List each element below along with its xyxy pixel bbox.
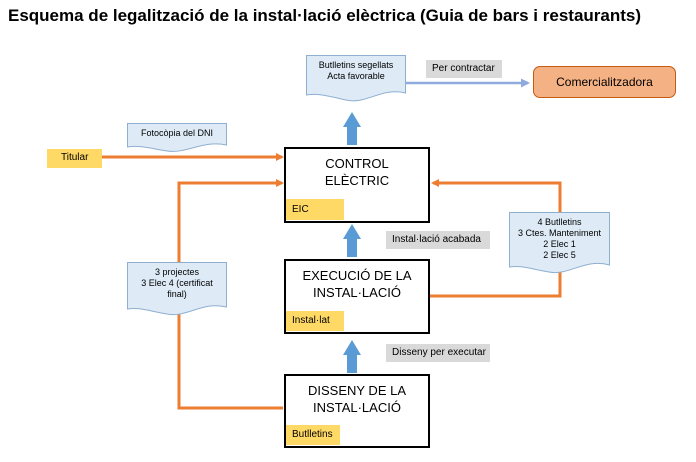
disseny-line1: DISSENY DE LA <box>307 383 407 398</box>
document-icon <box>127 262 227 316</box>
page-title: Esquema de legalització de la instal·lac… <box>8 6 642 25</box>
doc-dni-line1: Fotocòpia del DNI <box>140 128 214 138</box>
doc-butlletins-segellats: Butlletins segellats Acta favorable <box>306 55 406 102</box>
disseny-tag-butlletins: Butlletins <box>286 425 340 445</box>
doc-segellats-line1: Butlletins segellats <box>318 60 394 70</box>
doc-fotocopia-dni: Fotocòpia del DNI <box>127 123 227 153</box>
doc-butlletins-line3: 2 Elec 1 <box>543 239 576 249</box>
doc-projectes-line2: 3 Elec 4 (certificat <box>141 278 213 288</box>
execucio-installacio-box: EXECUCIÓ DE LA INSTAL·LACIÓ <box>284 259 430 334</box>
doc-3-projectes: 3 projectes 3 Elec 4 (certificat final) <box>127 262 227 316</box>
titular-label: Titular <box>47 149 102 168</box>
document-icon <box>127 123 227 152</box>
disseny-per-executar-label: Disseny per executar <box>386 344 490 362</box>
execucio-tag-installat: Instal·lat <box>286 311 344 331</box>
up-arrow-execucio-control <box>343 224 361 257</box>
control-electric-box: CONTROL ELÈCTRIC <box>284 147 430 223</box>
up-arrow-control-docs <box>343 112 361 145</box>
doc-butlletins-line4: 2 Elec 5 <box>543 250 576 260</box>
control-line1: CONTROL <box>325 156 389 171</box>
disseny-line2: INSTAL·LACIÓ <box>313 400 401 415</box>
execucio-line1: EXECUCIÓ DE LA <box>302 268 412 283</box>
document-icon <box>509 212 610 274</box>
comercialitzadora-box: Comercialitzadora <box>533 66 676 98</box>
doc-projectes-line3: final) <box>167 289 187 299</box>
up-arrow-disseny-execucio <box>343 340 361 373</box>
doc-butlletins-line2: 3 Ctes. Manteniment <box>517 228 602 238</box>
execucio-line2: INSTAL·LACIÓ <box>313 285 401 300</box>
doc-4-butlletins: 4 Butlletins 3 Ctes. Manteniment 2 Elec … <box>509 212 610 274</box>
installacio-acabada-label: Instal·lació acabada <box>386 231 490 249</box>
control-line2: ELÈCTRIC <box>324 173 390 188</box>
control-tag-eic: EIC <box>286 199 344 220</box>
document-icon <box>306 55 406 102</box>
doc-butlletins-line1: 4 Butlletins <box>537 217 582 227</box>
doc-segellats-line2: Acta favorable <box>327 71 385 81</box>
doc-projectes-line1: 3 projectes <box>154 267 200 277</box>
per-contractar-label: Per contractar <box>426 60 502 78</box>
